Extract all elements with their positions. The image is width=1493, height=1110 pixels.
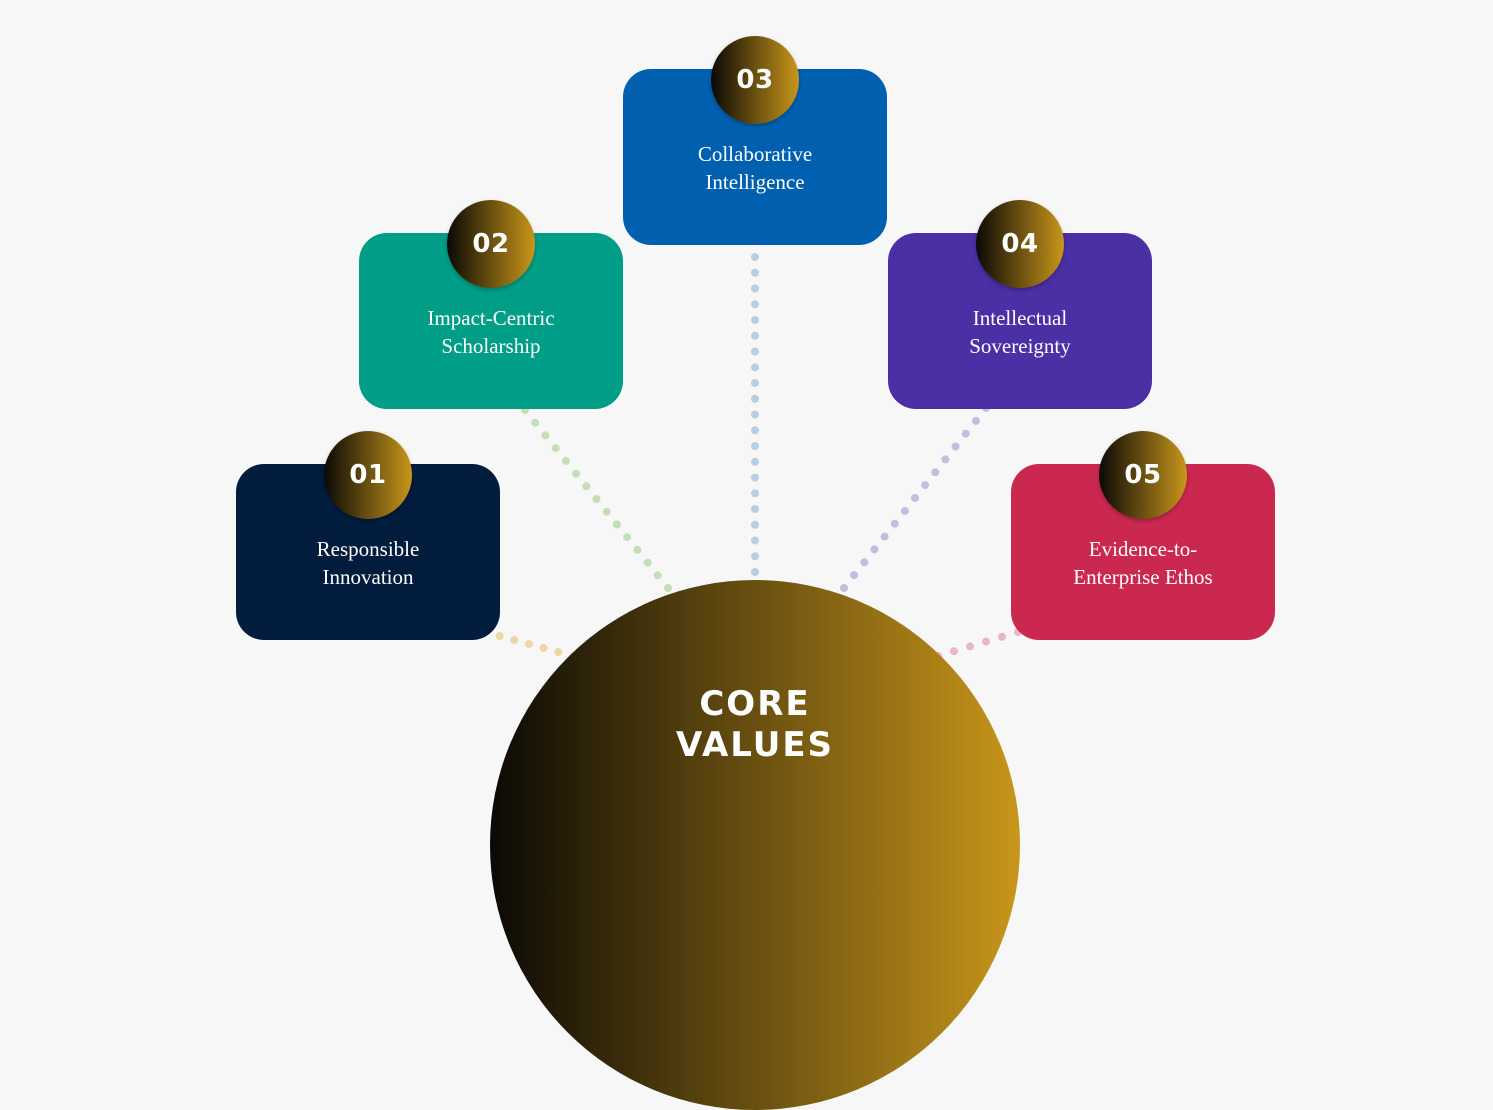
connector-dot [751, 363, 759, 372]
connector-dot [592, 495, 601, 503]
connector-dot [860, 558, 869, 567]
connector-dot [664, 584, 672, 592]
connector-dot [951, 442, 960, 451]
connector-dot [539, 644, 548, 652]
value-label-03: Collaborative Intelligence [697, 142, 813, 194]
connector-dot [633, 545, 642, 554]
connector-03 [751, 253, 759, 576]
value-label-04: Intellectual Sovereignty [969, 306, 1071, 358]
connector-dot [751, 520, 759, 529]
connector-dot [751, 457, 759, 466]
value-card-02: Impact-Centric Scholarship [359, 233, 623, 409]
number-badge-04: 04 [976, 200, 1064, 288]
connector-dot [870, 545, 879, 554]
connector-dot [751, 253, 759, 261]
connector-dot [850, 571, 859, 580]
badge-number-04: 04 [1001, 229, 1039, 259]
connector-dot [751, 536, 759, 545]
connector-dot [751, 300, 759, 309]
connector-dot [921, 481, 930, 490]
connector-dot [890, 519, 899, 528]
connector-dot [751, 331, 759, 340]
connector-dot [541, 431, 550, 440]
connector-05 [934, 628, 1022, 660]
connector-dot [525, 640, 533, 648]
connector-dot [751, 568, 759, 576]
connector-dot [931, 468, 940, 477]
connector-dot [643, 558, 652, 567]
number-badge-05: 05 [1099, 431, 1187, 519]
connector-dot [900, 506, 909, 515]
connector-dot [751, 552, 759, 561]
connector-dot [653, 571, 662, 580]
connector-02 [521, 406, 672, 592]
connector-dot [751, 379, 759, 387]
value-label-02: Impact-Centric Scholarship [427, 306, 555, 358]
core-values-semicircle [490, 580, 1020, 1110]
connector-dot [602, 507, 611, 516]
connector-dot [551, 444, 560, 453]
connector-dot [531, 418, 540, 427]
connector-dot [572, 469, 581, 478]
connector-dot [751, 505, 759, 513]
connector-dot [751, 347, 759, 356]
connector-dot [971, 416, 980, 425]
connector-dot [582, 482, 591, 491]
value-label-05: Evidence-to- Enterprise Ethos [1073, 537, 1213, 589]
connector-dot [751, 489, 759, 498]
number-badge-03: 03 [711, 36, 799, 124]
connector-dot [961, 429, 970, 438]
core-values-title: CORE VALUES [675, 684, 835, 765]
connector-dot [751, 316, 759, 324]
connector-01 [481, 628, 577, 660]
connector-dot [751, 394, 759, 403]
connector-dot [561, 456, 570, 465]
value-card-01: Responsible Innovation [236, 464, 500, 640]
connector-dot [751, 284, 759, 293]
connector-dot [941, 455, 950, 464]
badge-number-03: 03 [736, 65, 774, 95]
number-badge-01: 01 [324, 431, 412, 519]
connector-dot [982, 637, 990, 646]
connector-dot [554, 648, 563, 656]
connector-dot [510, 636, 519, 644]
connector-dot [623, 533, 632, 542]
value-label-01: Responsible Innovation [316, 537, 420, 589]
connector-dot [966, 642, 974, 651]
connector-dot [751, 268, 759, 277]
connector-dot [751, 473, 759, 482]
connector-dot [495, 632, 504, 640]
connector-dot [751, 426, 759, 435]
number-badge-02: 02 [447, 200, 535, 288]
connector-04 [840, 404, 990, 592]
connector-dot [751, 442, 759, 450]
connector-dot [911, 494, 919, 502]
badge-number-01: 01 [349, 460, 387, 490]
connector-dot [880, 532, 889, 541]
connector-dot [840, 584, 848, 592]
connector-dot [612, 520, 621, 529]
badge-number-02: 02 [472, 229, 510, 259]
connector-dot [998, 632, 1006, 641]
badge-number-05: 05 [1124, 460, 1162, 490]
connector-dot [950, 647, 958, 656]
connector-dot [751, 410, 759, 419]
